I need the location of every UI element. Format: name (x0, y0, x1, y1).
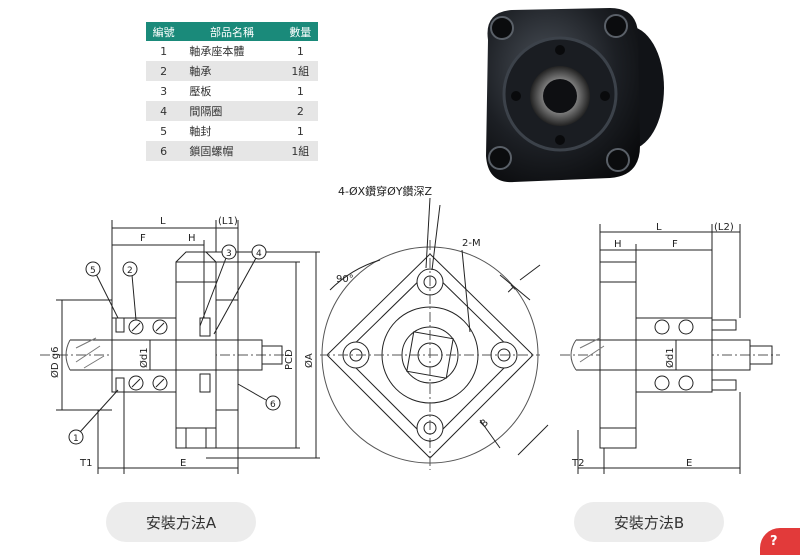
help-widget-button[interactable]: ? (760, 528, 800, 555)
view-b (560, 224, 780, 474)
bearing-block-photo (486, 8, 664, 183)
cell-part-name: 軸承座本體 (189, 45, 245, 58)
view-front (320, 197, 549, 470)
cell-quantity: 1組 (282, 141, 318, 161)
cell-quantity: 1 (296, 44, 304, 58)
cell-part-name: 間隔圈 (181, 101, 283, 121)
cell-number: 5 (160, 124, 168, 138)
cell-part-name: 軸封 (189, 125, 212, 138)
view-a (40, 220, 320, 474)
cell-part-name: 壓板 (189, 85, 212, 98)
help-icon: ? (770, 534, 778, 549)
cell-number: 3 (160, 84, 168, 98)
cell-quantity: 1組 (282, 61, 318, 81)
column-header-number: 編號 (146, 22, 182, 41)
method-a-button[interactable]: 安裝方法A (106, 502, 256, 542)
table-row: 3 壓板 1 (146, 81, 318, 101)
table-row: 1 軸承座本體 1 (146, 41, 318, 61)
cell-number: 2 (146, 61, 182, 81)
cell-number: 1 (160, 44, 168, 58)
cell-quantity: 1 (296, 124, 304, 138)
table-row: 5 軸封 1 (146, 121, 318, 141)
column-header-quantity: 數量 (282, 22, 318, 41)
cell-quantity: 1 (296, 84, 304, 98)
cell-part-name: 鎖固螺帽 (181, 141, 283, 161)
technical-drawing (40, 197, 780, 474)
cell-number: 4 (146, 101, 182, 121)
method-b-button[interactable]: 安裝方法B (574, 502, 724, 542)
cell-part-name: 軸承 (181, 61, 283, 81)
table-header-row: 編號 部品名稱 數量 (146, 22, 318, 41)
cell-number: 6 (146, 141, 182, 161)
column-header-part-name: 部品名稱 (181, 22, 283, 41)
cell-quantity: 2 (282, 101, 318, 121)
